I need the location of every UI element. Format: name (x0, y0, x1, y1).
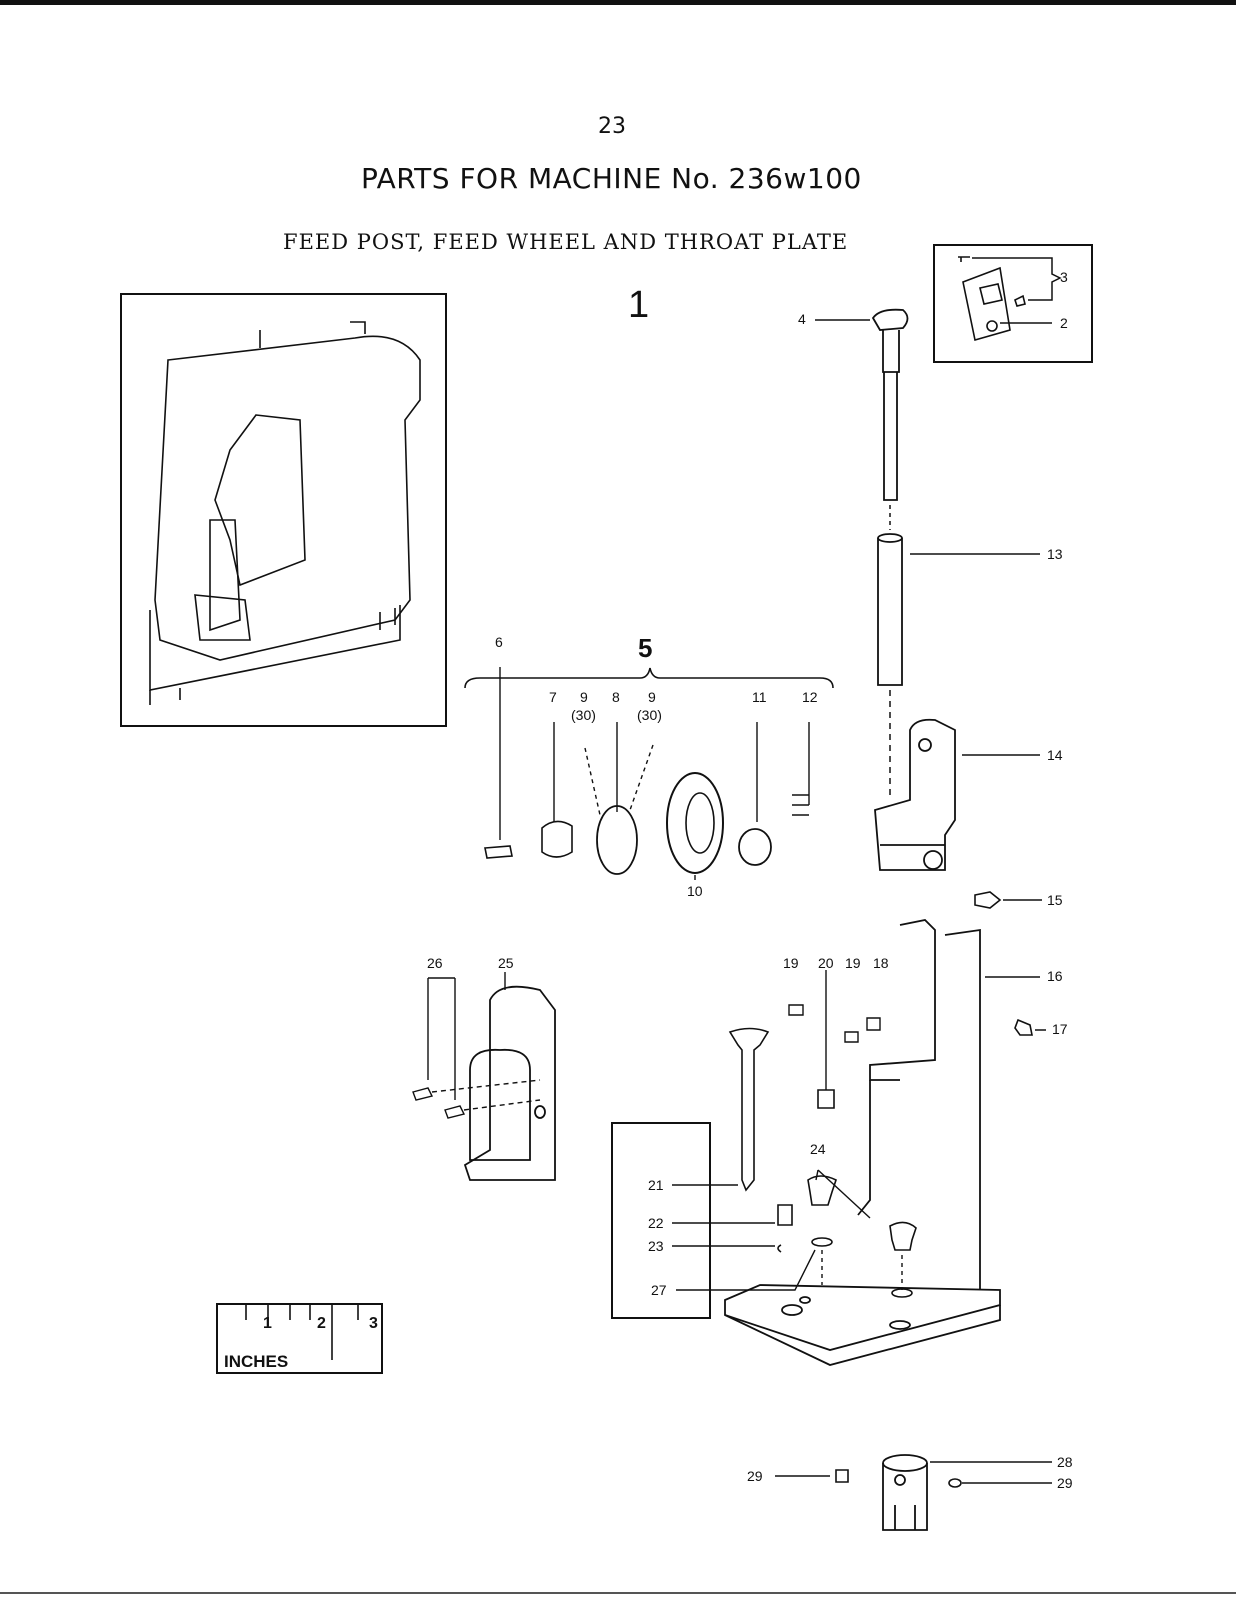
callout-20: 20 (818, 955, 834, 971)
callout-4: 4 (798, 311, 806, 327)
callout-12: 12 (802, 689, 818, 705)
callout-9-left-ref: (30) (571, 707, 596, 723)
feed-wheel-bracket-drawing (874, 718, 956, 871)
page-subtitle: FEED POST, FEED WHEEL AND THROAT PLATE (283, 230, 849, 254)
callout-18: 18 (873, 955, 889, 971)
ruler-mark-2: 2 (317, 1315, 326, 1332)
feed-post-collar-drawing (882, 1454, 928, 1531)
callout-29-left: 29 (747, 1468, 763, 1484)
callout-15: 15 (1047, 892, 1063, 908)
group-number-5: 5 (638, 633, 653, 663)
callout-11: 11 (752, 689, 767, 705)
callout-6: 6 (495, 634, 503, 650)
callout-8: 8 (612, 689, 620, 705)
throat-plate-drawing (958, 256, 1026, 342)
top-border (0, 0, 1236, 5)
ruler-mark-1: 1 (263, 1315, 272, 1332)
callout-9-right: 9 (648, 689, 656, 705)
callout-22: 22 (648, 1215, 664, 1231)
machine-overview-frame (120, 293, 447, 727)
adjuster-parts-frame (611, 1122, 711, 1319)
callout-19-right: 19 (845, 955, 861, 971)
callout-2: 2 (1060, 315, 1068, 331)
feed-post-base-drawing (724, 919, 1001, 1366)
callout-13: 13 (1047, 546, 1063, 562)
callout-10: 10 (687, 883, 703, 899)
callout-23: 23 (648, 1238, 664, 1254)
callout-16: 16 (1047, 968, 1063, 984)
throat-plate-inset (933, 244, 1093, 363)
callout-24: 24 (810, 1141, 826, 1157)
callout-26: 26 (427, 955, 443, 971)
callout-19-left: 19 (783, 955, 799, 971)
callout-25: 25 (498, 955, 514, 971)
callout-29-right: 29 (1057, 1475, 1073, 1491)
page-number: 23 (598, 114, 626, 139)
ruler-mark-3: 3 (369, 1315, 378, 1332)
page-title: PARTS FOR MACHINE No. 236w100 (361, 162, 862, 195)
callout-9-left: 9 (580, 689, 588, 705)
callout-14: 14 (1047, 747, 1063, 763)
callout-9-right-ref: (30) (637, 707, 662, 723)
feed-post-tube-drawing (877, 533, 903, 686)
callout-3: 3 (1060, 269, 1068, 285)
cover-plate-drawing (463, 985, 556, 1181)
feed-shaft-drawing (871, 308, 909, 501)
callout-21: 21 (648, 1177, 664, 1193)
ruler-unit-label: INCHES (224, 1352, 289, 1371)
callout-28: 28 (1057, 1454, 1073, 1470)
callout-17: 17 (1052, 1021, 1068, 1037)
bottom-border (0, 1592, 1236, 1594)
group-number-1: 1 (628, 284, 650, 326)
callout-27: 27 (651, 1282, 667, 1298)
inch-scale-ruler: 1 2 3 INCHES (216, 1303, 383, 1374)
inch-ruler-ticks (245, 1305, 359, 1360)
callout-7: 7 (549, 689, 557, 705)
machine-overview-drawing (149, 321, 421, 705)
